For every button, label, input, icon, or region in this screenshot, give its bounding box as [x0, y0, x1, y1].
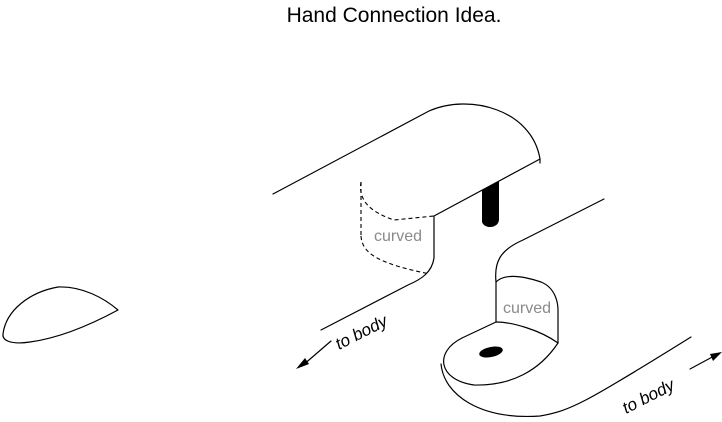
connection-peg — [482, 181, 499, 228]
lower-arm-notch — [495, 275, 559, 344]
lower-arm-top-edge — [495, 198, 605, 283]
upper-arm-hidden-bottom — [360, 235, 431, 275]
curved-label-upper: curved — [374, 228, 422, 245]
arrow-right-head — [710, 352, 722, 361]
to-body-label-left: to body — [332, 311, 392, 354]
upper-arm-top-edge — [272, 103, 541, 217]
to-body-label-right: to body — [619, 375, 679, 418]
to-body-arrow-right: to body — [619, 352, 722, 418]
lower-arm-bottom-edge — [440, 336, 692, 418]
lower-arm-piece: curved — [440, 198, 692, 418]
upper-arm-hidden-curve — [360, 181, 435, 221]
curved-label-lower: curved — [503, 300, 551, 317]
hand-shape — [2, 286, 119, 344]
connection-hole — [479, 346, 503, 358]
upper-arm-hook — [320, 215, 435, 331]
diagram-title: Hand Connection Idea. — [287, 4, 502, 27]
upper-arm-piece: curved — [272, 103, 541, 331]
to-body-arrow-left: to body — [296, 311, 392, 369]
lower-arm-disc — [443, 321, 559, 386]
arrow-left-head — [296, 358, 309, 369]
